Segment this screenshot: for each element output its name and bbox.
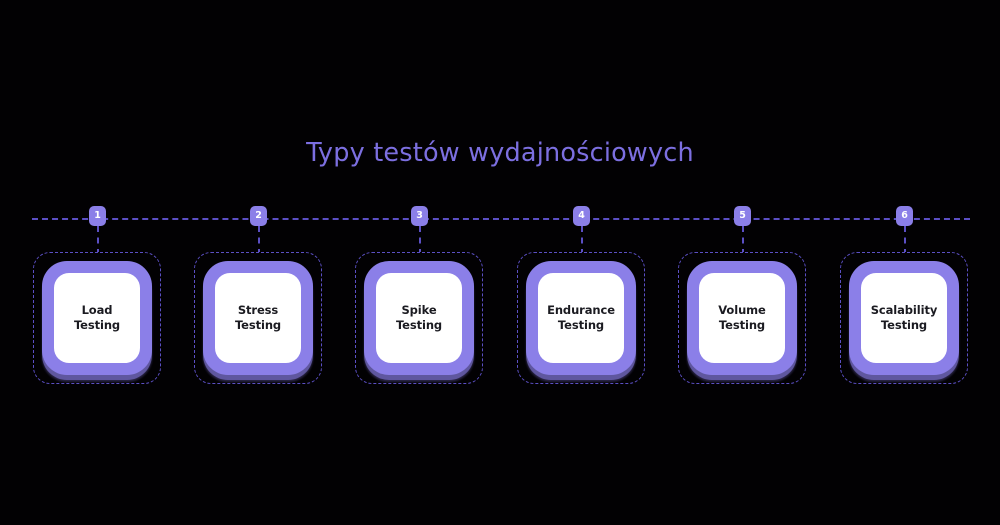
step-card-label: Spike Testing <box>395 302 443 333</box>
step-connector-line <box>258 226 260 255</box>
step-number-badge: 1 <box>89 206 106 226</box>
step-card[interactable]: Stress Testing <box>215 273 301 363</box>
step-connector-line <box>97 226 99 255</box>
step-card-label: Endurance Testing <box>547 302 615 333</box>
step-connector-line <box>904 226 906 255</box>
step-card-label: Scalability Testing <box>870 302 938 333</box>
step-number-badge: 4 <box>573 206 590 226</box>
step-card[interactable]: Load Testing <box>54 273 140 363</box>
page-title: Typy testów wydajnościowych <box>306 138 694 168</box>
step-connector-line <box>419 226 421 255</box>
step-connector-line <box>742 226 744 255</box>
step-card-label: Stress Testing <box>234 302 282 333</box>
step-card[interactable]: Spike Testing <box>376 273 462 363</box>
step-card-label: Load Testing <box>73 302 121 333</box>
step-card[interactable]: Volume Testing <box>699 273 785 363</box>
step-number-badge: 3 <box>411 206 428 226</box>
step-card[interactable]: Scalability Testing <box>861 273 947 363</box>
step-card[interactable]: Endurance Testing <box>538 273 624 363</box>
timeline-axis <box>32 218 970 220</box>
step-card-label: Volume Testing <box>718 302 766 333</box>
step-number-badge: 2 <box>250 206 267 226</box>
step-number-badge: 6 <box>896 206 913 226</box>
step-number-badge: 5 <box>734 206 751 226</box>
step-connector-line <box>581 226 583 255</box>
